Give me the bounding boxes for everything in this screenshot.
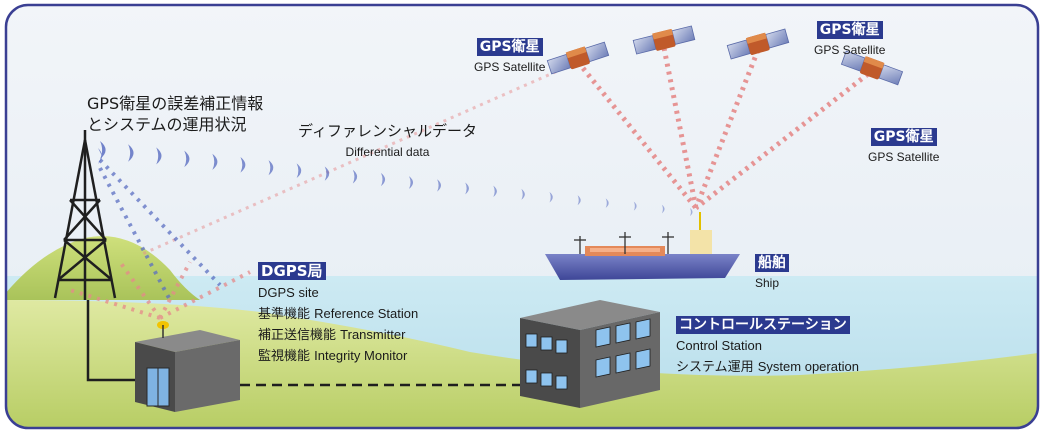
satellite-tag: GPS衛星 (816, 21, 883, 39)
differential-wave-mark (493, 185, 497, 198)
ship-name: Ship (755, 276, 780, 290)
differential-wave-mark (409, 176, 414, 189)
dgps-site-name: DGPS site (258, 285, 319, 300)
satellite-tag: GPS衛星 (870, 128, 937, 146)
dgps-site-label: DGPS局 DGPS site 基準機能 Reference Station 補… (258, 262, 418, 367)
differential-wave-mark (577, 195, 581, 206)
differential-wave-mark (100, 141, 106, 159)
differential-wave-mark (437, 179, 441, 192)
dgps-function-jp: 監視機能 (258, 349, 311, 364)
satellite-name: GPS Satellite (868, 150, 940, 164)
differential-wave-mark (184, 150, 190, 168)
differential-wave-mark (521, 188, 525, 200)
satellite-label-3: GPS衛星 GPS Satellite (868, 126, 939, 165)
differential-data-label: ディファレンシャルデータ Differential data (298, 121, 477, 160)
ship-label: 船舶 Ship (755, 252, 789, 291)
differential-wave-mark (380, 172, 386, 187)
gps-satellite-2 (632, 25, 696, 55)
differential-wave-mark (352, 169, 358, 184)
correction-info-label: GPS衛星の誤差補正情報 とシステムの運用状況 (87, 93, 263, 135)
correction-info-line2: とシステムの運用状況 (87, 115, 247, 134)
control-station-function-en: System operation (757, 359, 859, 374)
dgps-building (135, 321, 240, 412)
differential-wave-mark (661, 204, 665, 214)
correction-info-line1: GPS衛星の誤差補正情報 (87, 94, 264, 113)
signal-beam-2 (661, 47, 699, 209)
gps-satellite-4 (840, 50, 904, 86)
differential-wave-mark (296, 163, 302, 179)
dgps-function-en: Reference Station (314, 306, 419, 321)
differential-jp: ディファレンシャルデータ (298, 122, 477, 140)
control-station-label: コントロールステーション Control Station システム運用 Syst… (676, 316, 859, 378)
differential-wave-mark (268, 160, 274, 176)
control-station-function-jp: システム運用 (676, 360, 754, 375)
satellite-name: GPS Satellite (474, 60, 546, 74)
differential-wave-mark (549, 192, 553, 203)
satellite-label-1: GPS衛星 GPS Satellite (474, 36, 545, 75)
satellite-label-2: GPS衛星 GPS Satellite (814, 19, 885, 58)
gps-satellite-1 (546, 41, 610, 75)
satellite-name: GPS Satellite (814, 43, 886, 57)
differential-wave-mark (324, 166, 330, 181)
dgps-function-jp: 基準機能 (258, 307, 311, 322)
differential-wave-mark (690, 207, 693, 217)
dgps-site-tag: DGPS局 (258, 262, 326, 280)
tower-cable (86, 300, 140, 382)
differential-wave-mark (633, 201, 637, 211)
tower-signals (98, 158, 222, 301)
differential-wave-mark (156, 147, 162, 165)
transmission-tower (53, 130, 117, 300)
differential-en: Differential data (345, 145, 430, 159)
differential-wave-mark (240, 156, 246, 173)
diagram-frame (4, 3, 1040, 430)
hill (6, 236, 200, 300)
differential-wave-mark (128, 144, 134, 162)
satellite-tag: GPS衛星 (476, 38, 543, 56)
dgps-function-en: Transmitter (340, 327, 406, 342)
site-receive-signals (69, 260, 251, 320)
control-station-building (520, 300, 660, 408)
satellite-signals (139, 47, 870, 257)
control-station-name: Control Station (676, 338, 762, 353)
ship (545, 212, 740, 280)
gps-satellite-3 (726, 28, 790, 60)
control-station-tag: コントロールステーション (676, 316, 850, 334)
ship-tag: 船舶 (755, 254, 789, 272)
differential-wave-mark (465, 182, 469, 195)
differential-wave-mark (212, 153, 218, 170)
differential-wave-mark (605, 198, 609, 208)
dgps-function-en: Integrity Monitor (314, 348, 408, 363)
dgps-function-jp: 補正送信機能 (258, 328, 337, 343)
differential-data-signal (100, 141, 693, 217)
